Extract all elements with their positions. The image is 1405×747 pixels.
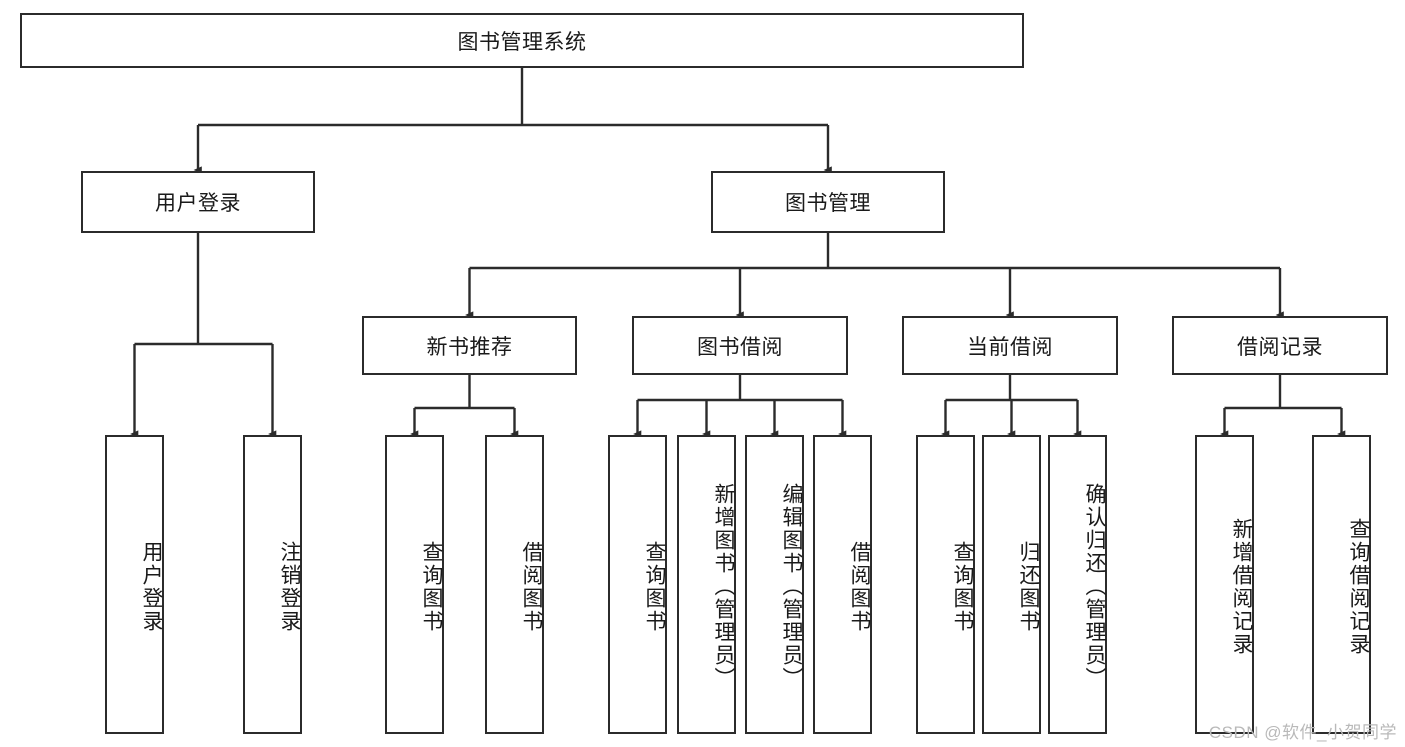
- node-label: 新书推荐: [426, 335, 513, 359]
- node-label: 用户登录: [140, 540, 163, 633]
- node-label: 新增图书（管理员）: [712, 483, 735, 690]
- node-b-borrow[interactable]: 借阅图书: [813, 435, 872, 734]
- node-n-query[interactable]: 查询图书: [385, 435, 444, 734]
- node-n-borrow[interactable]: 借阅图书: [485, 435, 544, 734]
- node-b-query[interactable]: 查询图书: [608, 435, 667, 734]
- node-label: 图书管理系统: [457, 30, 587, 54]
- node-c-query[interactable]: 查询图书: [916, 435, 975, 734]
- node-r-query[interactable]: 查询借阅记录: [1312, 435, 1371, 734]
- node-records[interactable]: 借阅记录: [1172, 316, 1388, 375]
- csdn-watermark: CSDN @软件_小贺同学: [1208, 723, 1397, 742]
- node-l-login[interactable]: 用户登录: [105, 435, 164, 734]
- node-label: 确认归还（管理员）: [1083, 483, 1106, 690]
- node-label: 图书借阅: [697, 335, 783, 359]
- node-label: 查询图书: [643, 540, 666, 633]
- node-label: 查询图书: [420, 540, 443, 633]
- node-b-add[interactable]: 新增图书（管理员）: [677, 435, 736, 734]
- node-label: 用户登录: [155, 192, 241, 215]
- node-label: 当前借阅: [967, 335, 1053, 359]
- node-label: 编辑图书（管理员）: [780, 483, 803, 690]
- node-c-confirm[interactable]: 确认归还（管理员）: [1048, 435, 1107, 734]
- node-bookmgmt[interactable]: 图书管理: [711, 171, 945, 233]
- node-r-add[interactable]: 新增借阅记录: [1195, 435, 1254, 734]
- node-label: 借阅记录: [1237, 335, 1323, 359]
- node-label: 归还图书: [1017, 540, 1040, 633]
- node-current[interactable]: 当前借阅: [902, 316, 1118, 375]
- node-login[interactable]: 用户登录: [81, 171, 315, 233]
- node-label: 图书管理: [785, 192, 871, 215]
- node-label: 注销登录: [278, 540, 301, 633]
- node-label: 查询图书: [951, 540, 974, 633]
- node-l-logout[interactable]: 注销登录: [243, 435, 302, 734]
- node-newbook[interactable]: 新书推荐: [362, 316, 577, 375]
- node-borrow[interactable]: 图书借阅: [632, 316, 848, 375]
- node-b-edit[interactable]: 编辑图书（管理员）: [745, 435, 804, 734]
- node-label: 查询借阅记录: [1347, 517, 1370, 656]
- node-label: 借阅图书: [520, 540, 543, 633]
- node-label: 新增借阅记录: [1230, 517, 1253, 656]
- node-label: 借阅图书: [848, 540, 871, 633]
- node-c-return[interactable]: 归还图书: [982, 435, 1041, 734]
- node-root[interactable]: 图书管理系统: [20, 13, 1024, 68]
